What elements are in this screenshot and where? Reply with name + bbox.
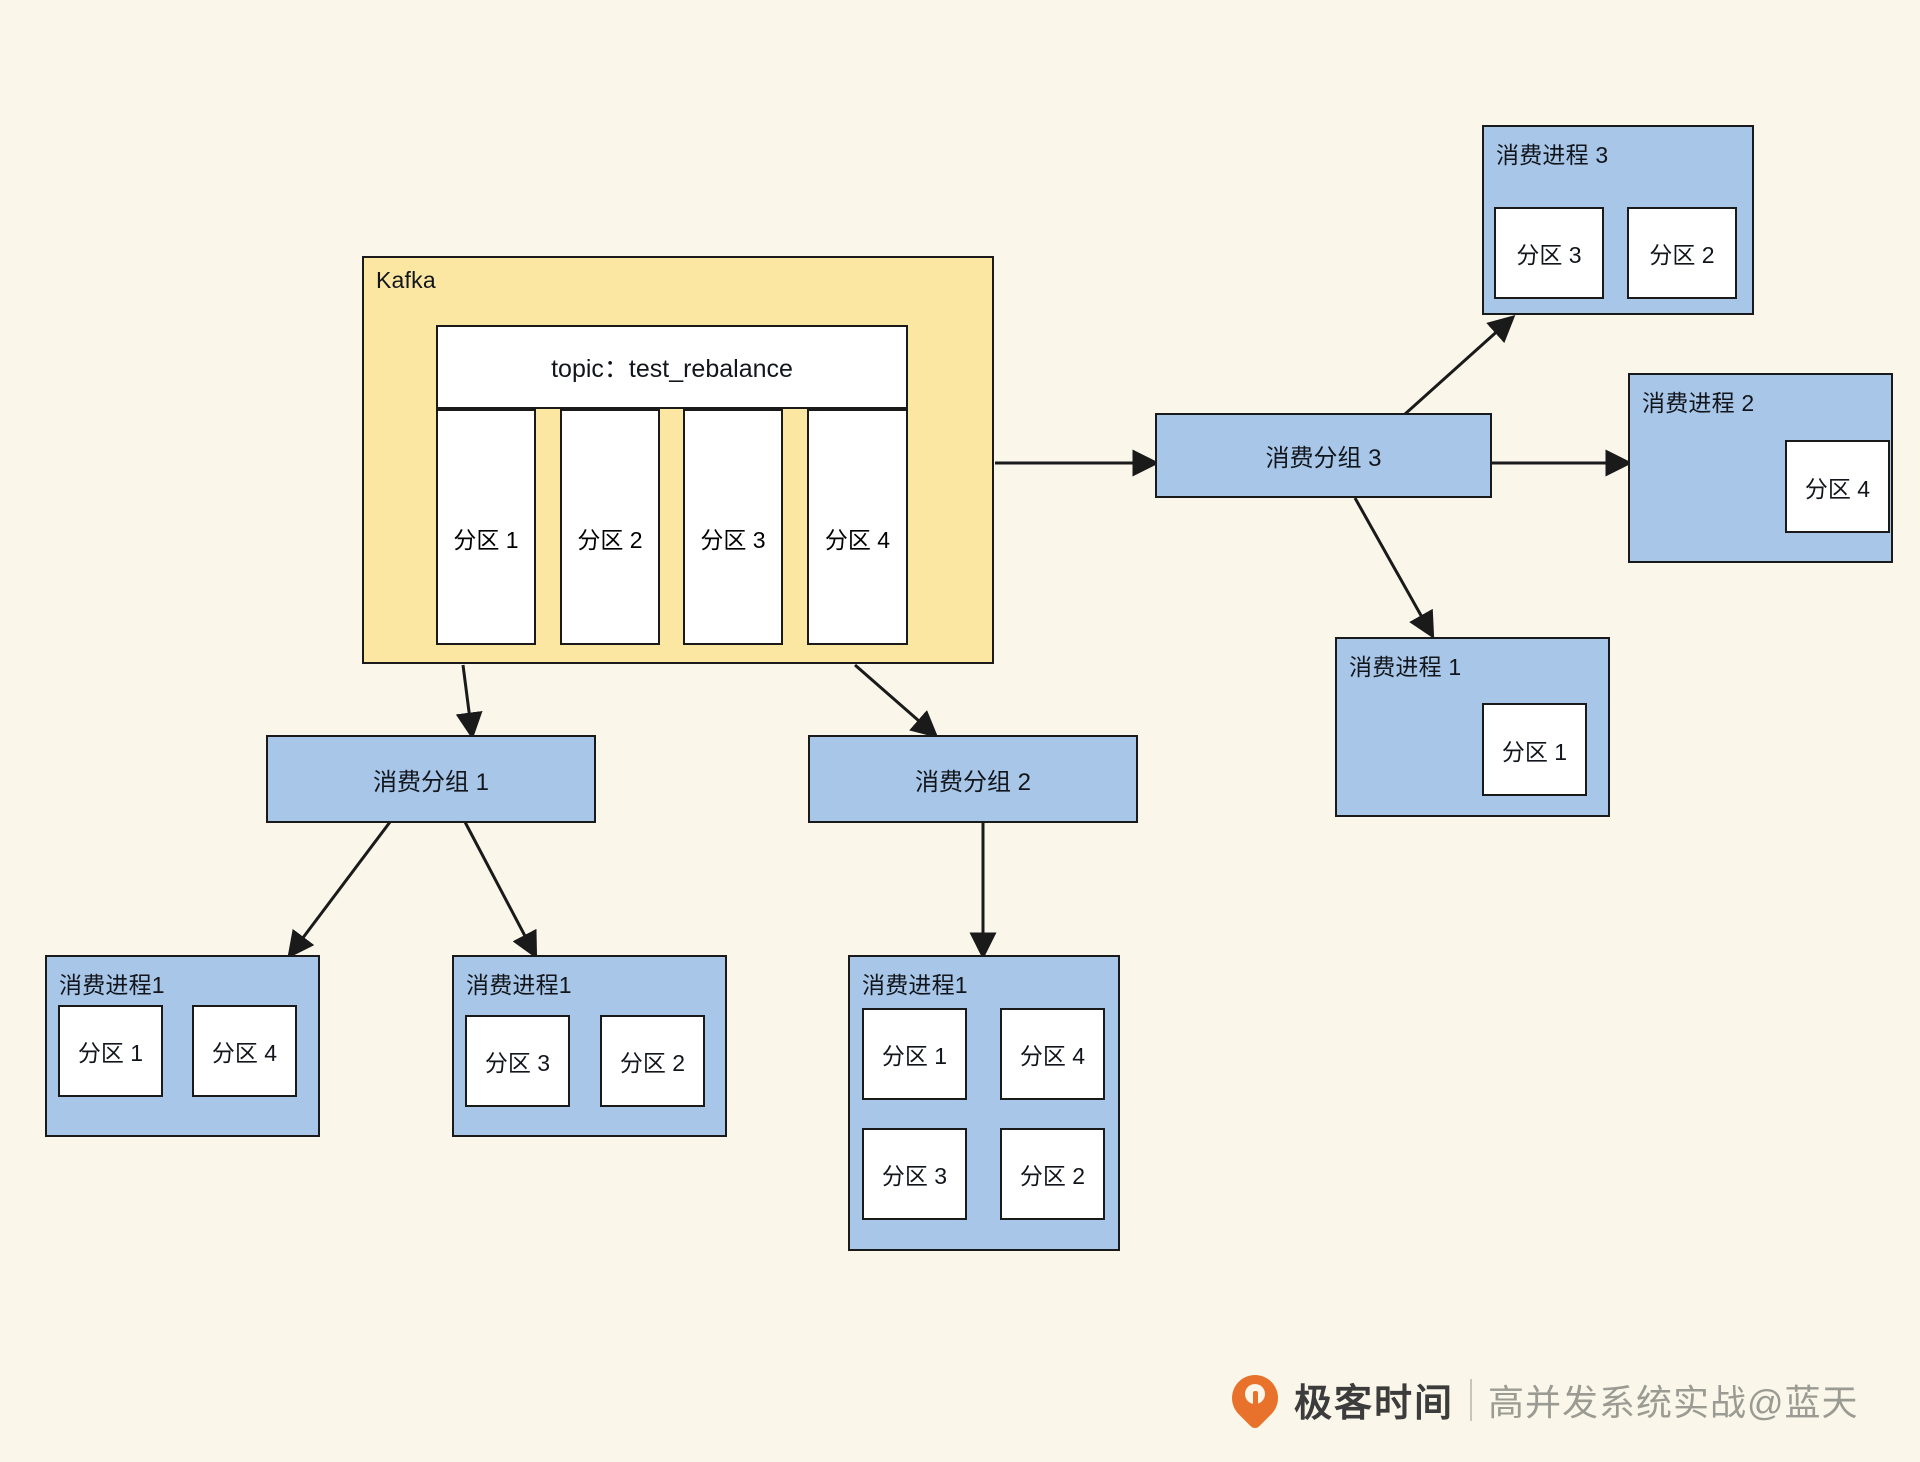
watermark-tagline: 高并发系统实战@蓝天 — [1488, 1381, 1859, 1423]
process1-right-partition-1-label: 分区 1 — [1501, 738, 1568, 765]
g2-partition-1: 分区 1 — [862, 1008, 967, 1100]
kafka-partition-1: 分区 1 — [436, 409, 536, 645]
watermark: 极客时间 高并发系统实战@蓝天 — [1222, 1364, 1859, 1431]
process3-partition-2: 分区 2 — [1627, 207, 1737, 299]
watermark-brand: 极客时间 — [1294, 1383, 1455, 1425]
kafka-partition-2-label: 分区 2 — [577, 527, 643, 553]
watermark-divider — [1470, 1378, 1473, 1421]
consumer-process-g1-b-title: 消费进程1 — [466, 972, 572, 998]
kafka-partition-3-label: 分区 3 — [700, 527, 766, 553]
g1a-partition-1: 分区 1 — [58, 1005, 163, 1097]
consumer-group-3-label: 消费分组 3 — [1265, 445, 1382, 472]
g2-partition-2-label: 分区 4 — [1019, 1043, 1086, 1069]
consumer-process-g2-title: 消费进程1 — [862, 972, 968, 998]
g1b-partition-2-label: 分区 2 — [619, 1050, 686, 1076]
geekbang-logo-icon — [1222, 1364, 1288, 1431]
kafka-label: Kafka — [376, 267, 436, 293]
consumer-group-3[interactable]: 消费分组 3 — [1155, 413, 1492, 498]
process3-partition-1-label: 分区 3 — [1516, 242, 1582, 268]
g2-partition-2: 分区 4 — [1000, 1008, 1105, 1100]
g1b-partition-1-label: 分区 3 — [484, 1050, 551, 1076]
consumer-process-2-title: 消费进程 2 — [1642, 390, 1755, 416]
process3-partition-2-label: 分区 2 — [1649, 242, 1715, 268]
consumer-group-1[interactable]: 消费分组 1 — [266, 735, 596, 823]
edge-group1-to-process-right — [463, 821, 538, 959]
g2-partition-1-label: 分区 1 — [881, 1043, 948, 1069]
edge-kafka-to-group2 — [854, 663, 939, 738]
g1b-partition-1: 分区 3 — [465, 1015, 570, 1107]
g2-partition-4: 分区 2 — [1000, 1128, 1105, 1220]
g2-partition-3: 分区 3 — [862, 1128, 967, 1220]
consumer-group-2[interactable]: 消费分组 2 — [808, 735, 1138, 823]
kafka-partition-4: 分区 4 — [807, 409, 908, 645]
kafka-partition-1-label: 分区 1 — [453, 527, 519, 553]
kafka-partition-2: 分区 2 — [560, 409, 660, 645]
process2-partition-1: 分区 4 — [1785, 440, 1890, 533]
g1b-partition-2: 分区 2 — [600, 1015, 705, 1107]
consumer-group-2-label: 消费分组 2 — [914, 768, 1031, 796]
process2-partition-1-label: 分区 4 — [1804, 475, 1871, 502]
g2-partition-4-label: 分区 2 — [1019, 1163, 1086, 1189]
kafka-partition-3: 分区 3 — [683, 409, 783, 645]
topic-label: topic：test_rebalance — [551, 355, 793, 383]
g1a-partition-1-label: 分区 1 — [77, 1040, 144, 1066]
consumer-process-1-right-title: 消费进程 1 — [1349, 654, 1462, 680]
consumer-process-3-title: 消费进程 3 — [1496, 142, 1609, 168]
process1-right-partition-1: 分区 1 — [1482, 703, 1587, 796]
consumer-group-1-label: 消费分组 1 — [372, 768, 489, 796]
topic-header-box: topic：test_rebalance — [436, 325, 908, 409]
g2-partition-3-label: 分区 3 — [881, 1163, 948, 1189]
edge-group1-to-process-left — [287, 821, 392, 959]
consumer-process-g1-a-title: 消费进程1 — [59, 972, 165, 998]
edge-group3-to-process1 — [1353, 497, 1435, 639]
edge-kafka-to-group1 — [455, 664, 483, 740]
g1a-partition-2: 分区 4 — [192, 1005, 297, 1097]
kafka-partition-4-label: 分区 4 — [824, 527, 891, 553]
g1a-partition-2-label: 分区 4 — [211, 1040, 278, 1066]
process3-partition-1: 分区 3 — [1494, 207, 1604, 299]
